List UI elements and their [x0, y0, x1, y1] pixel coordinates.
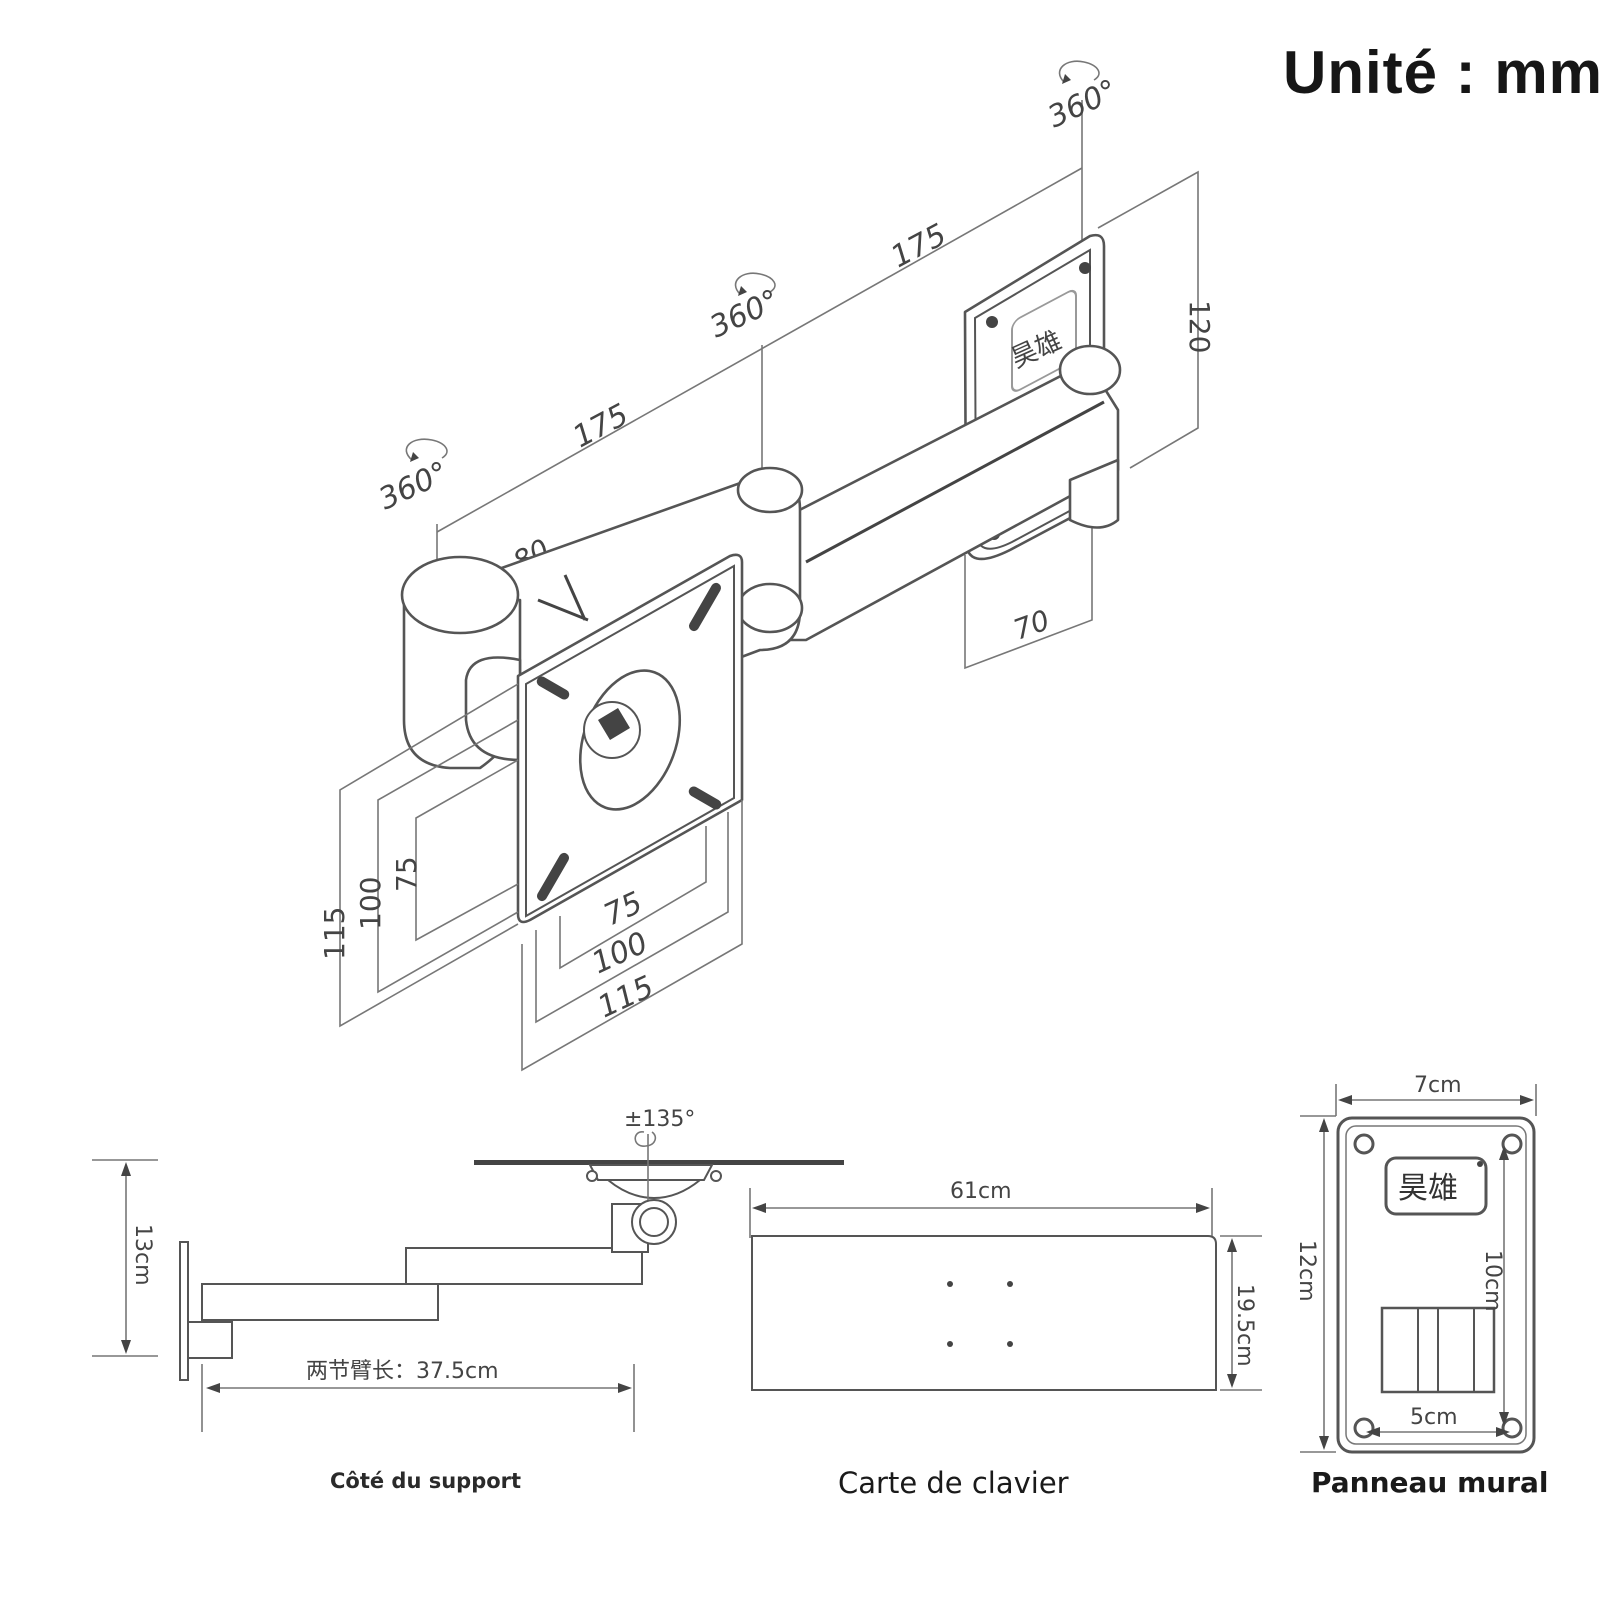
vesa-vertical-label: 100: [354, 877, 387, 930]
vesa-horizontal-label: 75: [599, 885, 648, 933]
brand-logo: [1384, 1156, 1488, 1216]
dim-vesa-115-h: [521, 800, 743, 1072]
tilt-arrow-icon: [634, 1131, 657, 1147]
mount-hole-icon: [1353, 1133, 1375, 1155]
side-wall-plate: [179, 1241, 189, 1381]
brand-logo-text: 昊雄: [1398, 1171, 1458, 1206]
isometric-view: 360° 360° 360° 175 175 80 120 70 昊雄: [318, 60, 1216, 1072]
wall-plate-height-label: 120: [1183, 300, 1216, 353]
joint-cylinder: [400, 555, 589, 770]
side-wall-joint: [187, 1321, 233, 1359]
keyboard-tray: [751, 1235, 1217, 1391]
dim-vesa-75-h: [559, 826, 707, 970]
side-arm-upper: [405, 1247, 643, 1285]
side-view-caption: Côté du support: [330, 1469, 522, 1493]
wall-panel-height-label: 12cm: [1294, 1240, 1319, 1302]
side-height-label: 13cm: [130, 1224, 155, 1286]
rotation-label: 360°: [374, 455, 454, 517]
arm-length-label: 175: [885, 217, 952, 275]
side-arm-lower: [201, 1283, 439, 1321]
dim-line-arm: [436, 167, 1083, 533]
rear-arm: [758, 344, 1122, 642]
mount-hole-icon: [1501, 1417, 1523, 1439]
hole-spacing-h-label: 5cm: [1410, 1405, 1458, 1430]
mount-hole-icon: [1353, 1417, 1375, 1439]
side-arm-length-label: 两节臂长：37.5cm: [306, 1359, 499, 1384]
rotation-arrow-icon: [1058, 60, 1100, 84]
vesa-plate: [516, 553, 744, 924]
tilt-label: ±135°: [624, 1107, 695, 1132]
dim-vesa-100-v: [377, 719, 519, 994]
vesa-vertical-label: 115: [318, 907, 351, 960]
hole-spacing-v-label: 10cm: [1480, 1250, 1505, 1312]
mount-hole-icon: [1501, 1133, 1523, 1155]
dim-vesa-75-v: [415, 759, 519, 942]
keyboard-tray-view: 61cm 19.5cm: [749, 1179, 1262, 1391]
keyboard-depth-label: 19.5cm: [1232, 1284, 1257, 1367]
wall-panel-width-label: 7cm: [1414, 1073, 1462, 1098]
side-view: 13cm ±135°: [92, 1107, 844, 1432]
dim-70: [964, 520, 1093, 670]
unit-title: Unité : mm: [1283, 39, 1601, 106]
arm-length-label: 175: [567, 397, 634, 455]
vesa-vertical-label: 75: [390, 856, 423, 892]
keyboard-caption: Carte de clavier: [838, 1466, 1069, 1500]
keyboard-width-label: 61cm: [950, 1179, 1012, 1204]
dim-vesa-100-h: [535, 812, 729, 1024]
wall-panel-caption: Panneau mural: [1311, 1466, 1549, 1499]
wall-panel-view: 7cm 12cm 昊雄 10cm: [1294, 1073, 1537, 1454]
side-monitor-plate: [474, 1160, 844, 1165]
rotation-arrow-icon: [405, 438, 448, 462]
rotation-arrow-icon: [734, 272, 776, 296]
dim-120: [1097, 170, 1199, 469]
dim-vesa-115-v: [339, 683, 519, 1028]
wall-plate-width-label: 70: [1009, 603, 1054, 646]
